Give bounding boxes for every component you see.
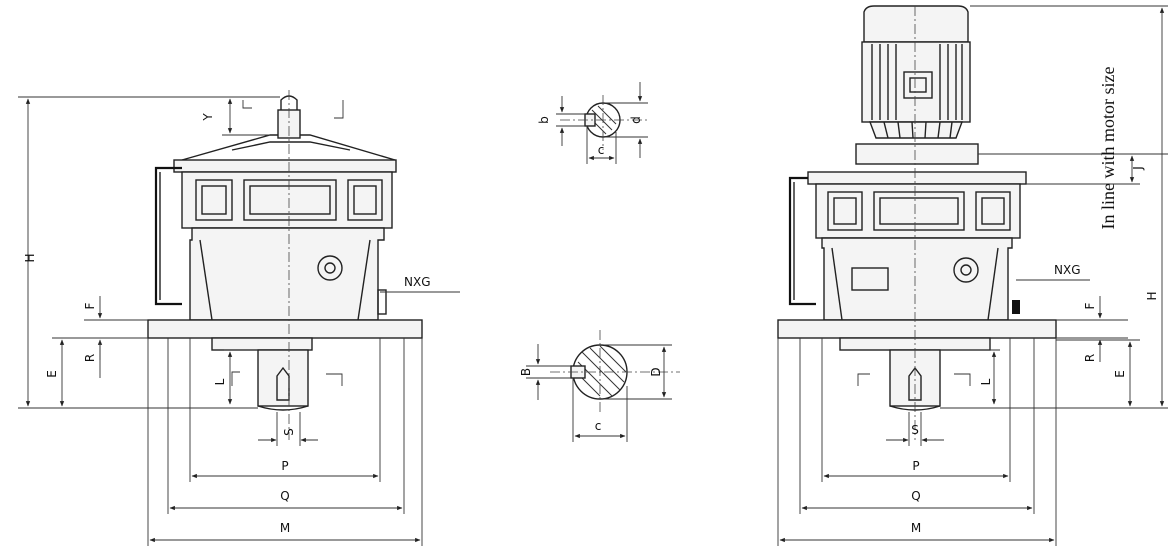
dim-L-label: L [213,378,227,385]
dim-D-label: D [649,367,663,376]
left-dim-L: L [213,349,343,405]
dim-M-right-label: M [911,521,921,535]
right-reducer-body [777,171,1057,411]
dim-F-label: F [83,302,97,309]
dim-M-label: M [280,521,290,535]
right-dim-F: F R [1056,296,1128,362]
right-dim-L: L [857,349,1000,405]
dim-H-right-label: H [1145,291,1159,300]
small-shaft-section: b d c [537,82,650,164]
dim-S-label: S [282,428,296,436]
motor [855,5,979,165]
dim-NXG-label: NXG [404,275,431,289]
dim-Y-label: Y [201,113,215,122]
dim-E-right-label: E [1113,370,1127,378]
left-dim-R: R [83,340,101,378]
left-dim-NXG: NXG [380,275,460,293]
right-dim-E: E [940,339,1168,409]
large-shaft-section: B D c [519,330,680,442]
dim-R-label: R [83,354,97,362]
right-dim-J: J [1129,155,1145,183]
dim-NXG-right-label: NXG [1054,263,1081,277]
left-dim-PQM: P Q M [147,338,423,546]
dim-H-label: H [23,253,37,262]
dim-J-label: J [1131,166,1145,171]
dim-Q-right-label: Q [911,489,920,503]
left-dim-S: S [258,412,318,446]
left-dim-F: F [83,296,148,360]
right-dim-NXG: NXG [1016,263,1090,281]
dim-b-label: b [537,116,551,124]
dim-S-right-label: S [911,423,919,437]
dim-R-right-label: R [1083,354,1097,362]
right-dim-S: S [886,412,944,446]
dim-d-label: d [629,116,643,124]
dim-P-label: P [281,459,288,473]
dim-P-right-label: P [912,459,919,473]
dim-c-small-label: c [598,143,605,157]
left-dim-Y: Y [201,96,344,136]
left-reducer-view: H Y F R E [18,90,460,546]
motor-size-note: In line with motor size [1098,67,1118,230]
right-dim-H: H [1145,291,1159,300]
right-dim-PQM: P Q M [777,338,1057,546]
dim-F-right-label: F [1083,302,1097,309]
dim-L-right-label: L [979,378,993,385]
left-reducer-body [147,95,423,411]
right-reducer-view: In line with motor size J H F R E [777,5,1168,546]
dim-E-label: E [45,370,59,378]
left-dim-E: E [45,337,84,407]
dim-c-large-label: c [595,419,602,433]
dim-B-label: B [519,368,533,376]
dim-Q-label: Q [280,489,289,503]
